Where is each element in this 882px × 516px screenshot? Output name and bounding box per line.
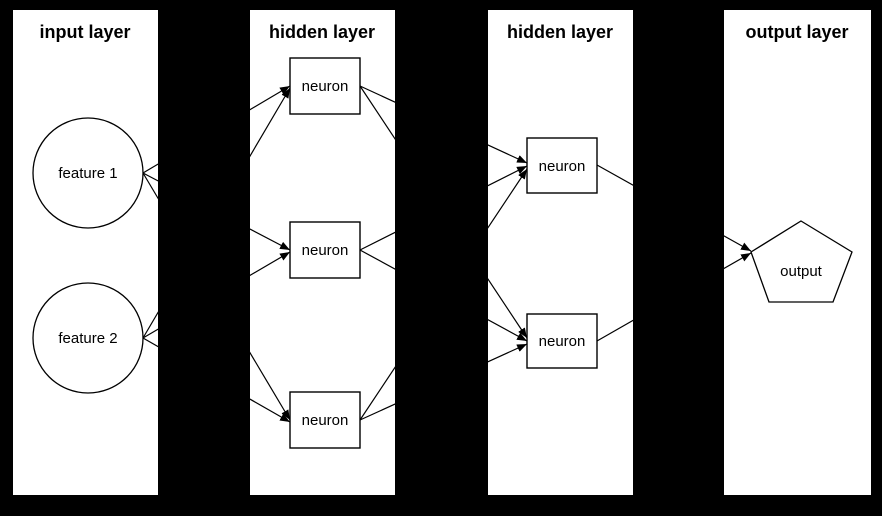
gap-2 (395, 0, 488, 516)
gap-3 (633, 0, 724, 516)
node-hidden1-neuron-1 (289, 57, 361, 115)
panel-hidden-layer-2 (488, 10, 633, 495)
layer-title-input: input layer (39, 22, 130, 42)
panel-gaps (158, 0, 724, 516)
node-hidden1-neuron-3 (289, 391, 361, 449)
node-hidden2-neuron-1-label: neuron (539, 158, 586, 175)
node-hidden1-neuron-2 (289, 221, 361, 279)
gap-1 (158, 0, 250, 516)
panel-input-layer (13, 10, 158, 495)
node-hidden1-neuron-2-label: neuron (302, 242, 349, 259)
node-hidden2-neuron-2-label: neuron (539, 333, 586, 350)
node-output (750, 220, 853, 303)
node-hidden2-neuron-2 (526, 313, 598, 369)
node-feature-2 (32, 282, 144, 394)
node-output-label: output (780, 263, 823, 280)
node-hidden1-neuron-1-label: neuron (302, 78, 349, 95)
layer-title-hidden-2: hidden layer (507, 22, 613, 42)
node-feature-1-label: feature 1 (58, 165, 117, 182)
layer-title-output: output layer (745, 22, 848, 42)
layer-title-hidden-1: hidden layer (269, 22, 375, 42)
node-feature-1 (32, 117, 144, 229)
node-hidden1-neuron-3-label: neuron (302, 412, 349, 429)
node-hidden2-neuron-1 (526, 137, 598, 194)
node-feature-2-label: feature 2 (58, 330, 117, 347)
